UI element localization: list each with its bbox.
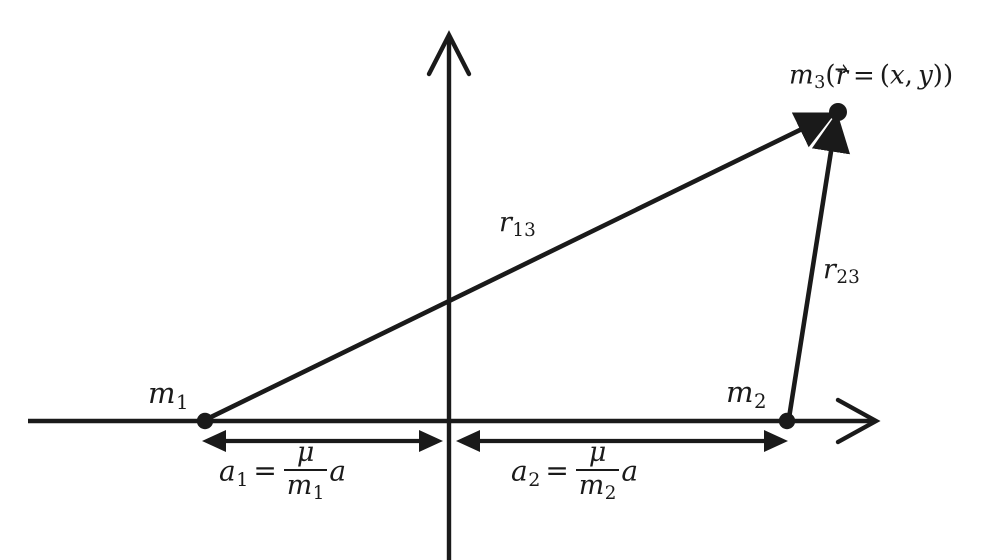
label-r13-subscript: 13 xyxy=(512,220,536,242)
label-m3: m3(r=(x, y)) xyxy=(789,62,953,93)
label-r23-subscript: 23 xyxy=(836,267,860,289)
label-a1-equals: = xyxy=(253,454,277,488)
label-r23: r23 xyxy=(823,256,860,288)
y-axis xyxy=(426,30,472,560)
label-m2-symbol: m xyxy=(726,375,754,409)
label-a2-denominator-subscript: 2 xyxy=(604,482,617,504)
vector-arrow-icon xyxy=(835,52,847,75)
label-a1-numerator: μ xyxy=(296,437,315,468)
label-a1-denominator: m1 xyxy=(284,472,328,503)
label-m3-coord-y: y xyxy=(918,60,933,91)
label-a2-denominator-symbol: m xyxy=(578,469,605,501)
label-a2-equals: = xyxy=(545,454,569,488)
x-axis-arrowhead xyxy=(835,397,881,445)
label-m3-close-paren: ) xyxy=(942,60,954,91)
label-m1-subscript: 1 xyxy=(176,390,189,414)
label-a2-subscript: 2 xyxy=(528,468,541,491)
label-m3-coord-open: ( xyxy=(879,60,890,91)
label-a1-denominator-symbol: m xyxy=(286,469,313,501)
label-r23-symbol: r xyxy=(823,254,836,285)
label-m1: m1 xyxy=(148,379,189,412)
label-a1-fraction-bar xyxy=(283,468,328,471)
a1-arrowhead-left xyxy=(202,430,226,452)
r23-vector xyxy=(786,112,851,419)
label-a2-fraction-bar xyxy=(575,468,620,471)
label-a1-symbol: a xyxy=(219,454,236,488)
label-a2-symbol: a xyxy=(511,454,528,488)
label-m2-subscript: 2 xyxy=(754,389,767,413)
point-m2 xyxy=(778,412,796,430)
label-m2: m2 xyxy=(726,378,767,411)
point-m3 xyxy=(829,103,847,121)
label-r13: r13 xyxy=(499,209,536,241)
r13-vector xyxy=(205,112,836,422)
label-m3-equals: = xyxy=(853,60,875,91)
label-m3-coord-x: x xyxy=(889,60,905,91)
a1-arrowhead-right xyxy=(419,430,443,452)
point-m1 xyxy=(196,412,214,430)
y-axis-arrowhead xyxy=(426,30,472,77)
label-m3-subscript: 3 xyxy=(814,73,826,94)
label-m3-symbol: m xyxy=(789,60,814,91)
a2-arrowhead-right xyxy=(764,430,788,452)
label-m3-coord-comma: , xyxy=(904,60,913,91)
label-a1-trailing: a xyxy=(329,454,347,488)
a2-arrowhead-left xyxy=(456,430,480,452)
label-a1-denominator-subscript: 1 xyxy=(312,482,325,504)
a2-dimension-arrow xyxy=(456,430,788,452)
label-m3-open-paren: ( xyxy=(825,60,836,91)
label-m3-coord-close: ) xyxy=(932,60,943,91)
label-a1-subscript: 1 xyxy=(236,468,249,491)
label-r13-symbol: r xyxy=(499,207,512,238)
label-m1-symbol: m xyxy=(148,376,176,410)
a1-dimension-arrow xyxy=(202,430,443,452)
label-a2-trailing: a xyxy=(621,454,639,488)
label-a2-numerator: μ xyxy=(588,437,607,468)
label-a2-denominator: m2 xyxy=(576,472,620,503)
vector-r-accent-group: r xyxy=(835,62,848,89)
